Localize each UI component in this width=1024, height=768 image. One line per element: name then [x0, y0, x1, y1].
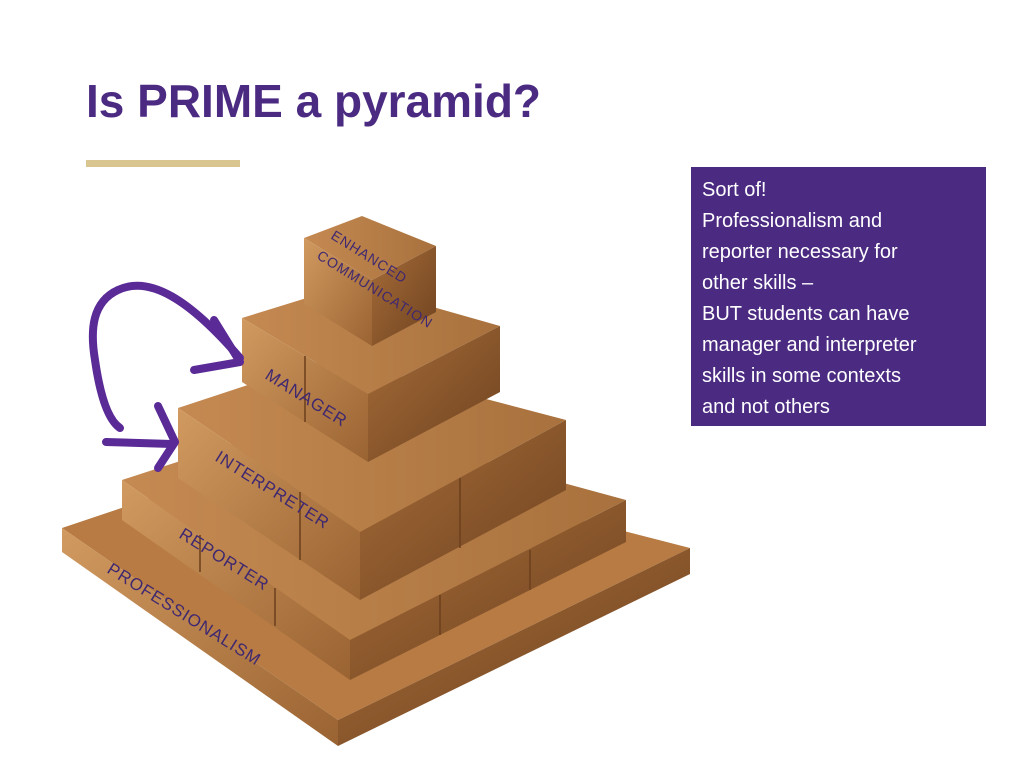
note-line: other skills –	[702, 272, 814, 294]
note-line: Sort of!	[702, 179, 767, 201]
note-box: Sort of! Professionalism and reporter ne…	[691, 167, 986, 426]
note-line: Professionalism and	[702, 210, 883, 232]
title-underline	[86, 160, 240, 167]
note-line: manager and interpreter	[702, 334, 917, 356]
note-line: BUT students can have	[702, 303, 910, 325]
loop-arrow	[88, 281, 244, 472]
slide-title: Is PRIME a pyramid?	[86, 75, 542, 127]
wooden-pyramid-illustration: ENHANCED COMMUNICATION MANAGER INTERPRET…	[62, 216, 690, 746]
tier-top-cube	[304, 216, 436, 346]
note-line: skills in some contexts	[702, 365, 901, 387]
wooden-pyramid-figure: ENHANCED COMMUNICATION MANAGER INTERPRET…	[0, 180, 720, 768]
note-line: reporter necessary for	[702, 241, 898, 263]
note-line: and not others	[702, 396, 830, 418]
